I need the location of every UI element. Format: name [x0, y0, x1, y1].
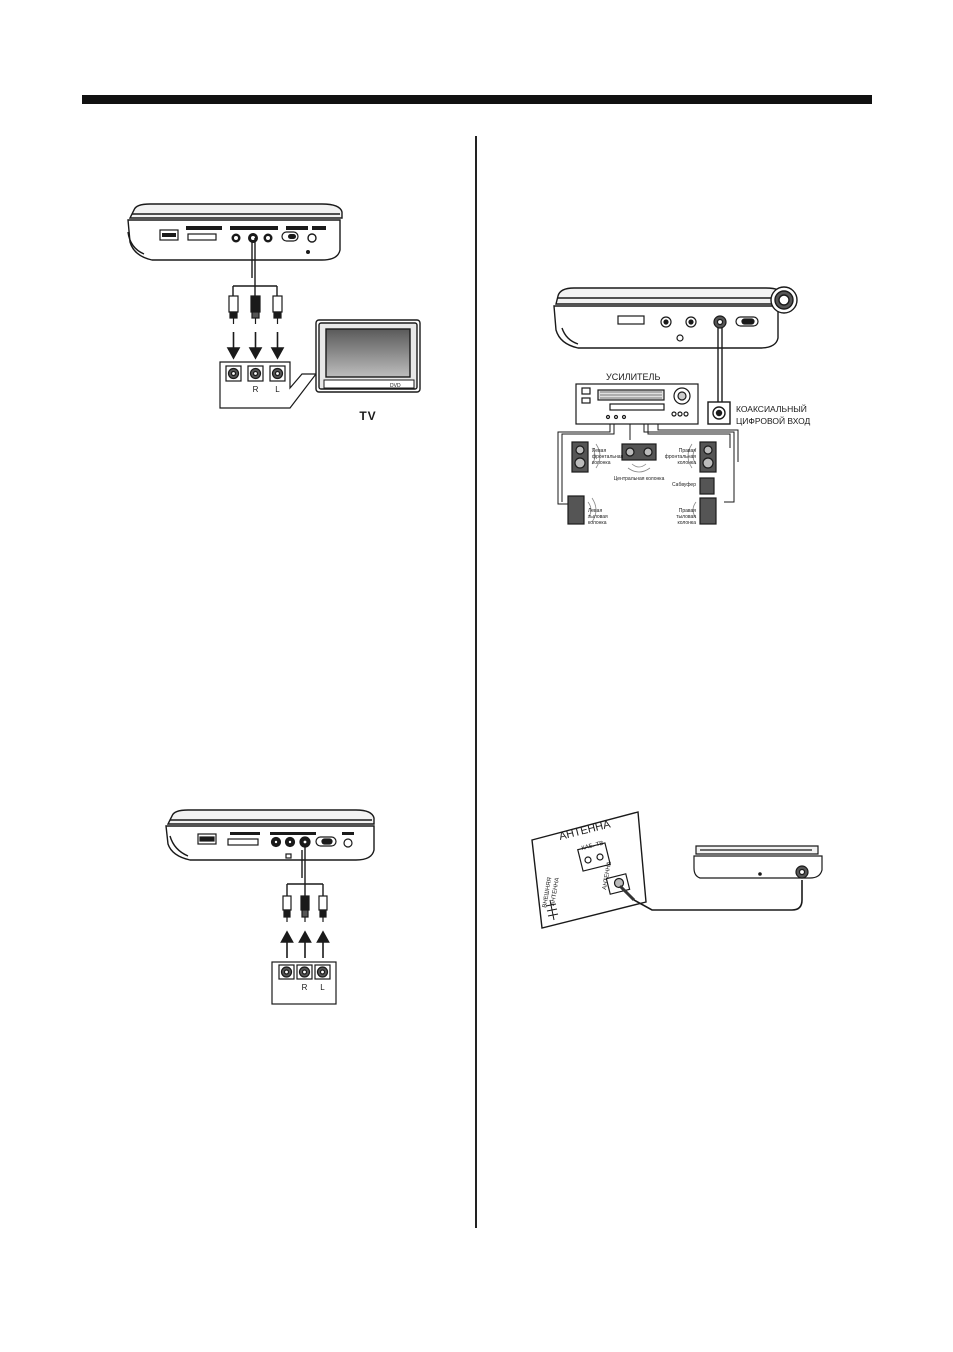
av-input-figure: R L: [160, 806, 380, 1010]
svg-text:колонка: колонка: [677, 520, 696, 526]
source-jack-l-label: L: [320, 983, 325, 992]
top-rule: [82, 95, 872, 104]
center-speaker-label: Центральная колонка: [614, 476, 665, 482]
front-left-label: Левая фронтальная колонка: [592, 448, 624, 466]
amplifier-label: УСИЛИТЕЛЬ: [606, 372, 660, 382]
tv-jack-l-label: L: [275, 385, 280, 394]
coax-input-label-2: ЦИФРОВОЙ ВХОД: [736, 415, 811, 426]
svg-text:колонка: колонка: [588, 520, 607, 526]
tv-jack-r-label: R: [253, 385, 259, 394]
player-dial: [771, 287, 797, 313]
connection-arrows: [228, 332, 283, 358]
antenna-cable: [634, 880, 802, 910]
tv-input-jacks: [226, 366, 285, 381]
portable-player-antenna: [694, 846, 822, 878]
tv-label: TV: [359, 409, 376, 423]
svg-text:DVD: DVD: [390, 383, 401, 389]
av-in-arrows: [282, 932, 329, 958]
source-jack-r-label: R: [302, 983, 308, 992]
rear-right-label: Правая тыловая колонка: [676, 508, 696, 526]
amplifier-unit: [576, 384, 698, 424]
front-right-label: Правая фронтальная колонка: [665, 448, 697, 466]
tv-set: DVD: [316, 320, 420, 392]
subwoofer-label: Сабвуфер: [672, 482, 696, 488]
column-divider: [475, 136, 477, 1228]
coax-digital-input: [708, 402, 730, 424]
coax-input-label-1: КОАКСИАЛЬНЫЙ: [736, 403, 807, 414]
av-in-rca-plugs: [283, 896, 327, 922]
antenna-connection-figure: АНТЕННА КАБ. ТВ ВНЕШНЯЯ АНТЕННА АНТЕННА: [524, 810, 840, 934]
svg-text:колонка: колонка: [677, 460, 696, 466]
amplifier-connection-figure: УСИЛИТЕЛЬ КОАКСИАЛЬНЫЙ ЦИФРОВОЙ ВХОД: [548, 284, 828, 534]
rear-left-label: Левая тыловая колонка: [588, 508, 608, 526]
rca-plugs: [229, 296, 282, 324]
svg-text:колонка: колонка: [592, 460, 611, 466]
tv-connection-figure: R L DVD TV: [122, 198, 432, 428]
